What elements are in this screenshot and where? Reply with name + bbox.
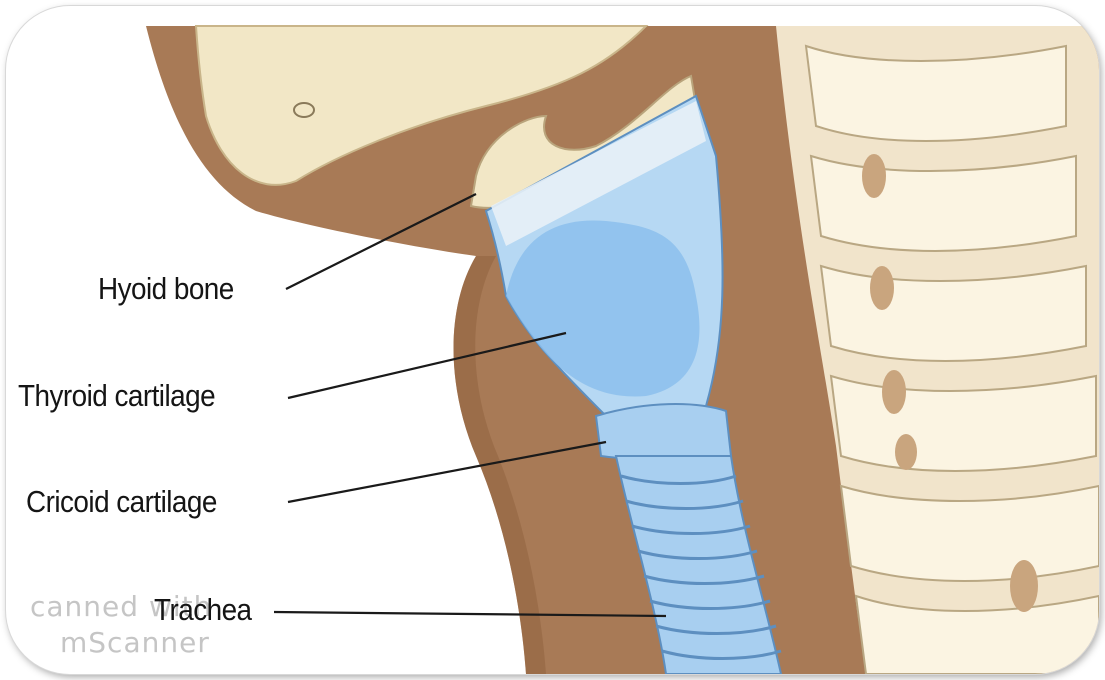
diagram-frame: Hyoid bone Thyroid cartilage Cricoid car… xyxy=(6,6,1099,674)
label-thyroid-cartilage: Thyroid cartilage xyxy=(18,378,215,414)
neck-anatomy-illustration xyxy=(6,6,1099,674)
label-trachea: Trachea xyxy=(154,592,252,628)
watermark-line2: mScanner xyxy=(60,626,210,659)
label-hyoid-bone: Hyoid bone xyxy=(98,271,234,307)
label-cricoid-cartilage: Cricoid cartilage xyxy=(26,484,217,520)
cricoid-cartilage xyxy=(596,404,731,460)
